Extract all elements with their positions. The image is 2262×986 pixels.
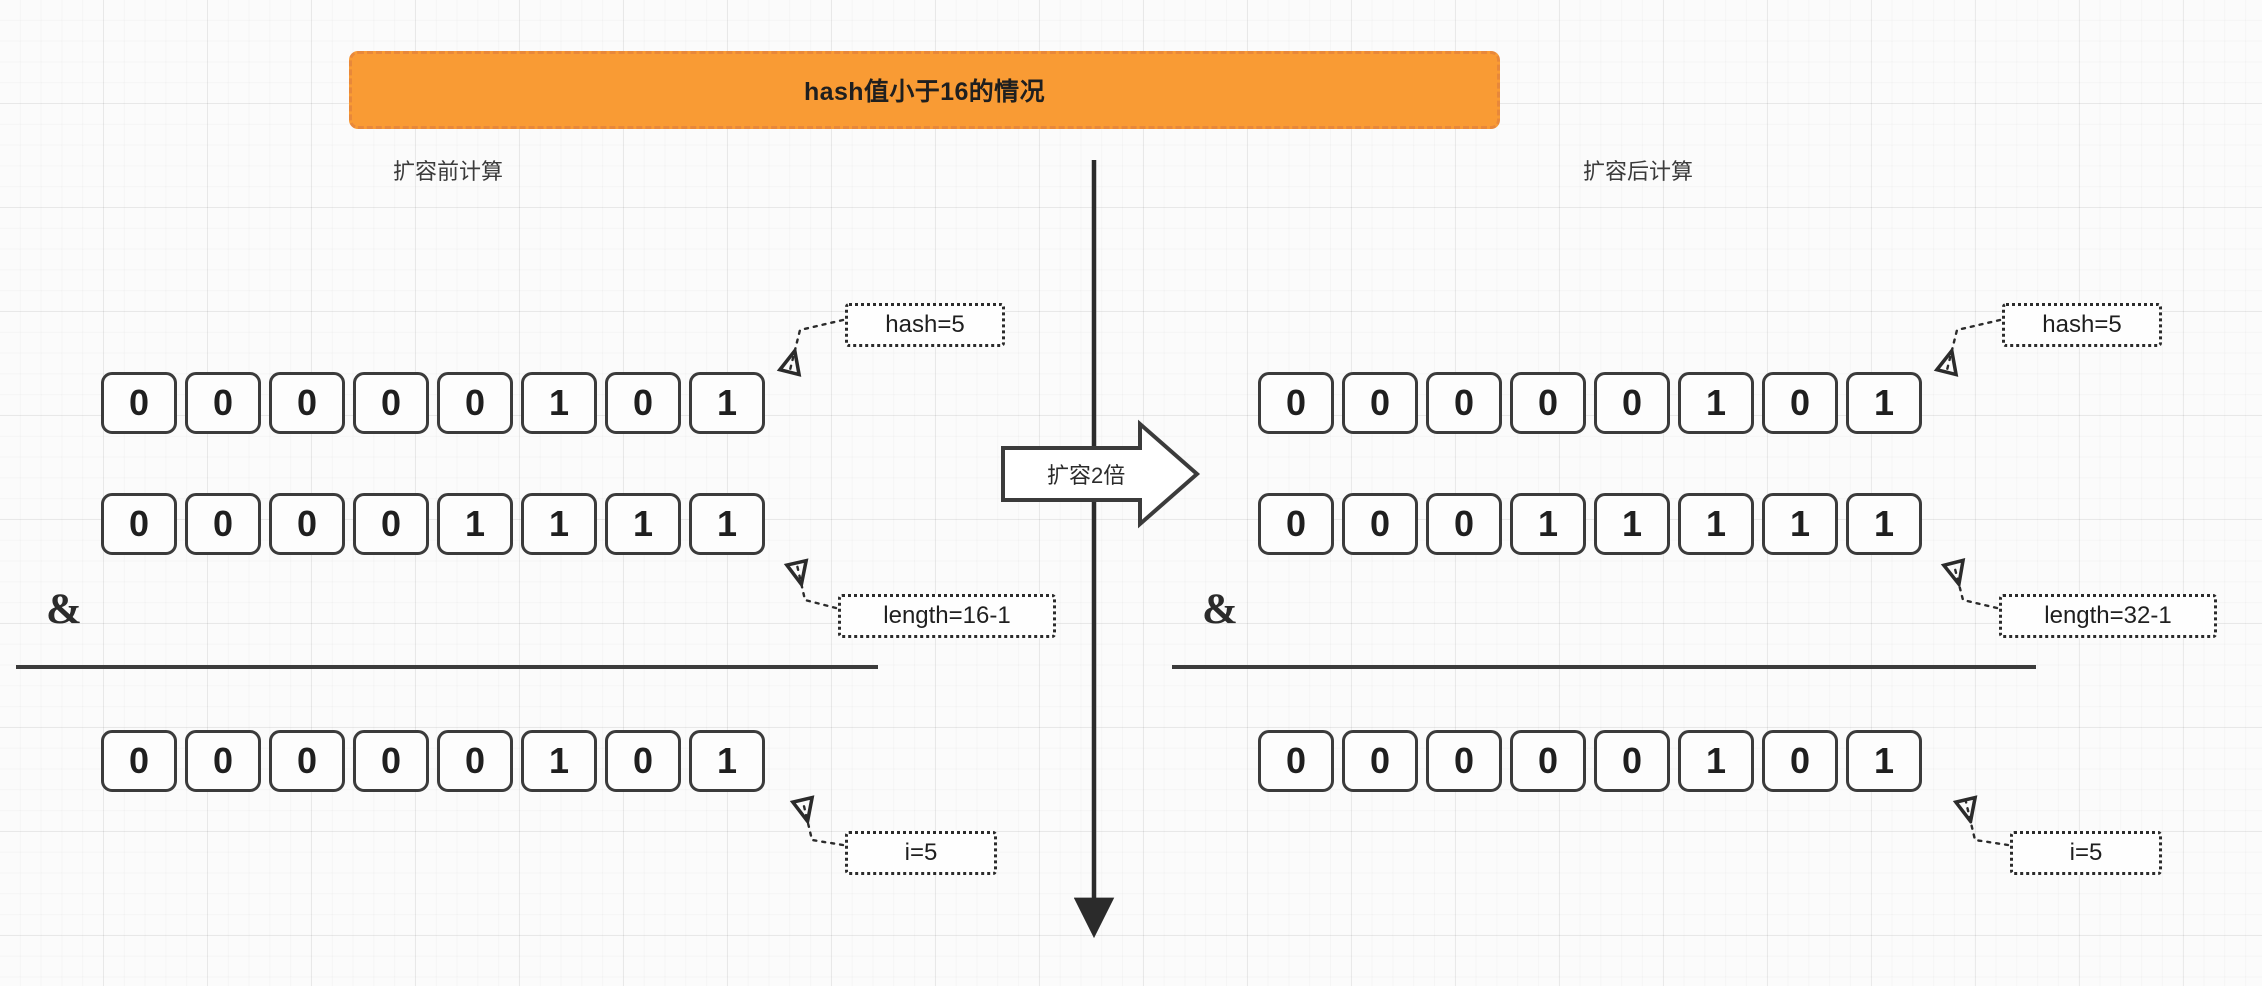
bit-cell: 0: [185, 493, 261, 555]
bit-cell: 1: [521, 493, 597, 555]
after-hash-row: 0 0 0 0 0 1 0 1: [1258, 372, 1922, 434]
expand-arrow-label: 扩容2倍: [1047, 463, 1126, 488]
callout-length-after: length=32-1: [1999, 594, 2217, 638]
and-operator-right: &: [1202, 586, 1238, 633]
bit-cell: 0: [1426, 493, 1502, 555]
bit-cell: 0: [1426, 730, 1502, 792]
bit-cell: 0: [1594, 730, 1670, 792]
bit-cell: 0: [101, 372, 177, 434]
bit-cell: 0: [185, 372, 261, 434]
bit-cell: 0: [1594, 372, 1670, 434]
bit-cell: 1: [437, 493, 513, 555]
bit-cell: 1: [1762, 493, 1838, 555]
caption-before: 扩容前计算: [393, 159, 504, 184]
leader-result-after: [1966, 802, 2010, 847]
bit-cell: 1: [1846, 730, 1922, 792]
expand-arrow-label-wrap: 扩容2倍: [1001, 444, 1196, 504]
bit-cell: 0: [1762, 372, 1838, 434]
before-hash-row: 0 0 0 0 0 1 0 1: [101, 372, 765, 434]
callout-hash-after: hash=5: [2002, 303, 2162, 347]
bit-cell: 0: [1426, 372, 1502, 434]
leader-hash-after: [1947, 318, 2002, 370]
sum-rule-left: [16, 665, 878, 669]
bit-cell: 0: [1258, 730, 1334, 792]
bit-cell: 0: [353, 372, 429, 434]
bit-cell: 1: [1678, 730, 1754, 792]
bit-cell: 0: [1342, 493, 1418, 555]
bit-cell: 0: [437, 372, 513, 434]
leader-length-before: [797, 565, 838, 610]
bit-cell: 1: [689, 493, 765, 555]
bit-cell: 1: [689, 372, 765, 434]
bit-cell: 0: [1258, 372, 1334, 434]
sum-rule-right: [1172, 665, 2036, 669]
bit-cell: 0: [1510, 730, 1586, 792]
bit-cell: 1: [521, 730, 597, 792]
bit-cell: 0: [1762, 730, 1838, 792]
before-mask-row: 0 0 0 0 1 1 1 1: [101, 493, 765, 555]
bit-cell: 0: [605, 372, 681, 434]
before-result-row: 0 0 0 0 0 1 0 1: [101, 730, 765, 792]
bit-cell: 1: [521, 372, 597, 434]
after-mask-row: 0 0 0 1 1 1 1 1: [1258, 493, 1922, 555]
after-result-row: 0 0 0 0 0 1 0 1: [1258, 730, 1922, 792]
leader-hash-before: [790, 318, 845, 370]
leader-length-after: [1954, 565, 1999, 610]
bit-cell: 0: [269, 372, 345, 434]
title-banner: hash值小于16的情况: [349, 51, 1500, 129]
callout-result-after: i=5: [2010, 831, 2162, 875]
bit-cell: 0: [1342, 730, 1418, 792]
bit-cell: 1: [689, 730, 765, 792]
bit-cell: 1: [1678, 493, 1754, 555]
caption-after: 扩容后计算: [1583, 159, 1694, 184]
callout-hash-before: hash=5: [845, 303, 1005, 347]
callout-length-before: length=16-1: [838, 594, 1056, 638]
callout-result-before: i=5: [845, 831, 997, 875]
bit-cell: 0: [605, 730, 681, 792]
bit-cell: 1: [1846, 493, 1922, 555]
banner-title: hash值小于16的情况: [804, 78, 1045, 106]
bit-cell: 0: [101, 730, 177, 792]
bit-cell: 0: [269, 730, 345, 792]
bit-cell: 0: [1258, 493, 1334, 555]
bit-cell: 0: [1510, 372, 1586, 434]
bit-cell: 0: [1342, 372, 1418, 434]
bit-cell: 1: [1594, 493, 1670, 555]
and-operator-left: &: [46, 586, 82, 633]
leader-result-before: [803, 802, 845, 847]
bit-cell: 0: [437, 730, 513, 792]
bit-cell: 0: [353, 730, 429, 792]
bit-cell: 0: [185, 730, 261, 792]
bit-cell: 1: [1846, 372, 1922, 434]
bit-cell: 0: [269, 493, 345, 555]
bit-cell: 1: [605, 493, 681, 555]
bit-cell: 0: [353, 493, 429, 555]
bit-cell: 1: [1510, 493, 1586, 555]
bit-cell: 1: [1678, 372, 1754, 434]
bit-cell: 0: [101, 493, 177, 555]
